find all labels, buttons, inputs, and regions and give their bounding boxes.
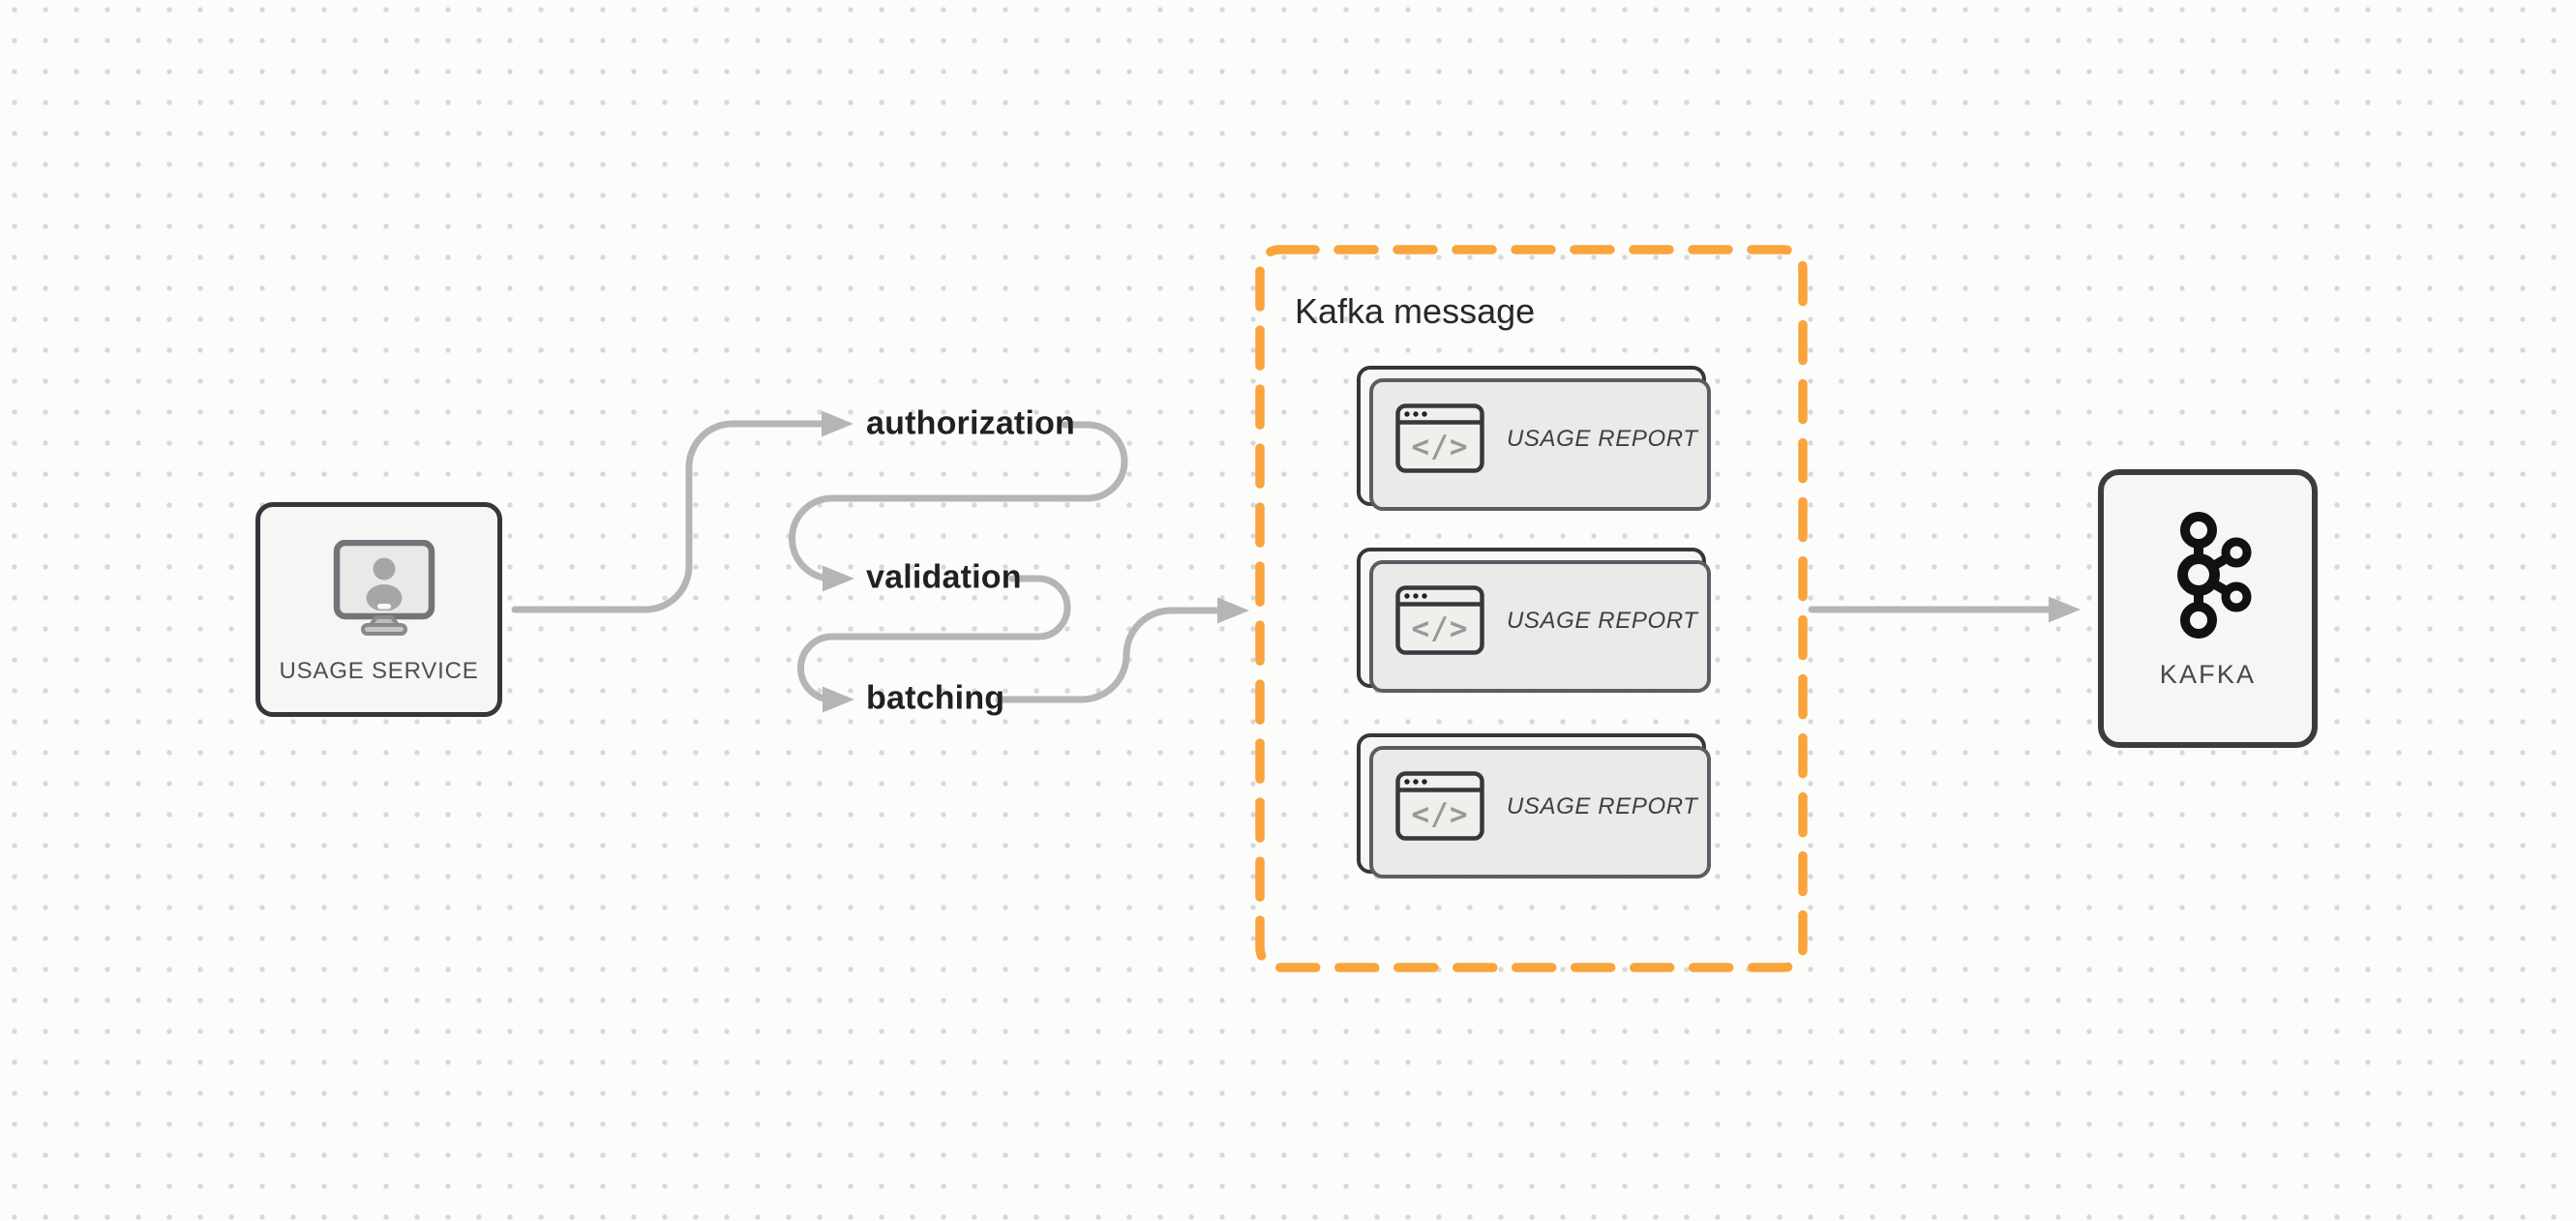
usage-report-card[interactable]: </> USAGE REPORT — [1357, 733, 1711, 879]
code-window-icon: </> — [1395, 403, 1484, 473]
connector-authorization-to-validation[interactable] — [789, 421, 1128, 592]
kafka-message-group-box[interactable] — [1255, 245, 1808, 972]
usage-service-label: USAGE SERVICE — [279, 658, 479, 684]
svg-text:</>: </> — [1412, 797, 1469, 832]
arrowhead-validation — [823, 565, 854, 592]
kafka-node[interactable]: KAFKA — [2098, 469, 2318, 748]
svg-text:</>: </> — [1412, 430, 1469, 464]
connector-usage-to-authorization[interactable] — [511, 410, 854, 613]
connector-kafka-message-to-kafka[interactable] — [1808, 596, 2081, 623]
usage-report-card[interactable]: </> USAGE REPORT — [1357, 548, 1711, 693]
connector-validation-to-batching[interactable] — [797, 575, 1071, 713]
usage-report-card[interactable]: </> USAGE REPORT — [1357, 366, 1711, 511]
usage-report-label: USAGE REPORT — [1507, 608, 1698, 634]
code-window-icon: </> — [1395, 771, 1484, 841]
usage-report-label: USAGE REPORT — [1507, 426, 1698, 452]
step-label-batching[interactable]: batching — [866, 679, 1005, 717]
code-window-icon: </> — [1395, 585, 1484, 655]
monitor-user-icon — [333, 540, 435, 636]
connector-batching-to-kafka-message[interactable] — [995, 597, 1249, 703]
arrowhead-kafka-message — [1217, 597, 1249, 624]
usage-service-node[interactable]: USAGE SERVICE — [255, 502, 502, 717]
kafka-icon — [2177, 512, 2252, 639]
arrowhead-kafka — [2049, 596, 2081, 623]
step-label-authorization[interactable]: authorization — [866, 404, 1076, 442]
arrowhead-batching — [823, 686, 854, 713]
svg-text:</>: </> — [1412, 611, 1469, 646]
usage-report-label: USAGE REPORT — [1507, 793, 1698, 819]
arrowhead-authorization — [822, 410, 854, 437]
step-label-validation[interactable]: validation — [866, 558, 1022, 596]
kafka-message-group-label: Kafka message — [1295, 291, 1536, 331]
kafka-label: KAFKA — [2159, 660, 2257, 689]
